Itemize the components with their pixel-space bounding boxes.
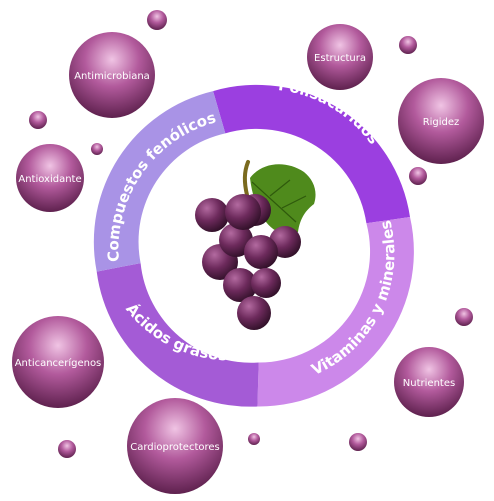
bubble-circle (69, 32, 155, 118)
ring-segment-acidos-grasos (96, 263, 259, 407)
bubble-circle (16, 144, 84, 212)
ring-segment-polisacaridos (213, 84, 410, 224)
grape-berry (223, 268, 257, 302)
bubble-circle (12, 316, 104, 408)
decorative-bubble (399, 36, 417, 54)
decorative-bubbles (29, 10, 473, 458)
bubble-label: Antioxidante (18, 174, 81, 185)
decorative-bubble (91, 143, 103, 155)
bubble-label: Estructura (314, 53, 366, 64)
grape-berry (237, 296, 271, 330)
decorative-bubble (29, 111, 47, 129)
bubble-label: Nutrientes (403, 378, 455, 389)
bubble-label: Anticancerígenos (15, 357, 102, 369)
decorative-bubble (349, 433, 367, 451)
bubble-label: Cardioprotectores (130, 442, 220, 453)
bubble-nutrientes: Nutrientes (394, 347, 464, 417)
decorative-bubble (409, 167, 427, 185)
grape-leaf-vein (251, 179, 307, 223)
bubble-antimicrobiana: Antimicrobiana (69, 32, 155, 118)
bubble-cardioprotectores: Cardioprotectores (127, 398, 223, 494)
ring-segment-vitaminas-minerales (257, 217, 414, 407)
ring-segment-compuestos-fenolicos (93, 91, 226, 272)
decorative-bubble (455, 308, 473, 326)
bubble-rigidez: Rigidez (398, 78, 484, 164)
bubble-label: Antimicrobiana (74, 71, 150, 82)
bubble-circle (307, 24, 373, 90)
decorative-bubble (248, 433, 260, 445)
grape-stem (242, 160, 250, 197)
bubble-anticancerigenos: Anticancerígenos (12, 316, 104, 408)
bubble-estructura: Estructura (307, 24, 373, 90)
bubble-circle (398, 78, 484, 164)
bubble-antioxidante: Antioxidante (16, 144, 84, 212)
decorative-bubble (58, 440, 76, 458)
grape-berry (195, 198, 229, 232)
bubble-label: Rigidez (423, 117, 460, 128)
grape-berry (251, 268, 281, 298)
grape-berry (225, 194, 261, 230)
grape-cluster-icon (195, 160, 316, 330)
grape-berry (244, 235, 278, 269)
bubble-circle (127, 398, 223, 494)
decorative-bubble (147, 10, 167, 30)
bubble-circle (394, 347, 464, 417)
